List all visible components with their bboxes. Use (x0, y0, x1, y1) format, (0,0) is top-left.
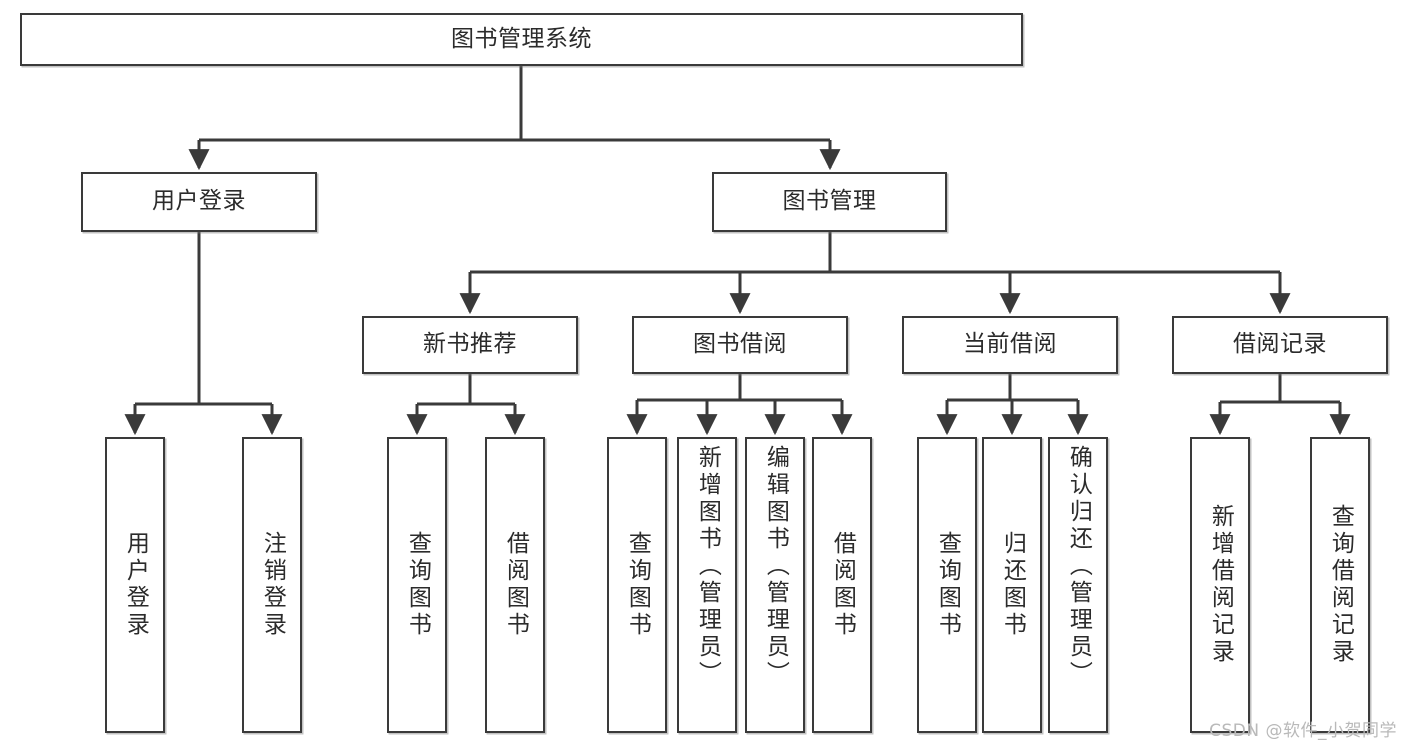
leaf-node-label: 新增图书（管理员） (694, 445, 721, 688)
node-borrow-record-label: 借阅记录 (1233, 331, 1327, 358)
leaf-node[interactable]: 查询借阅记录 (1310, 437, 1370, 733)
leaf-node[interactable]: 新增借阅记录 (1190, 437, 1250, 733)
watermark-text: CSDN @软件_小贺同学 (1209, 721, 1397, 741)
node-new-book-recommend-label: 新书推荐 (423, 331, 517, 358)
node-user-login-label: 用户登录 (152, 188, 246, 215)
leaf-node-label: 归还图书 (999, 531, 1026, 639)
node-root-label: 图书管理系统 (451, 25, 592, 52)
node-current-borrow-label: 当前借阅 (963, 331, 1057, 358)
leaf-node-label: 查询图书 (934, 531, 961, 639)
leaf-node-label: 查询图书 (404, 531, 431, 639)
node-root[interactable]: 图书管理系统 (20, 13, 1023, 66)
leaf-node-label: 用户登录 (122, 531, 149, 639)
leaf-node[interactable]: 新增图书（管理员） (677, 437, 737, 733)
node-book-management[interactable]: 图书管理 (712, 172, 947, 232)
leaf-node[interactable]: 编辑图书（管理员） (745, 437, 805, 733)
leaf-node-label: 编辑图书（管理员） (762, 445, 789, 688)
leaf-node[interactable]: 查询图书 (607, 437, 667, 733)
node-book-borrow[interactable]: 图书借阅 (632, 316, 848, 374)
leaf-node-label: 查询图书 (624, 531, 651, 639)
leaf-node[interactable]: 借阅图书 (812, 437, 872, 733)
leaf-node-label: 借阅图书 (829, 531, 856, 639)
leaf-node[interactable]: 查询图书 (387, 437, 447, 733)
node-book-management-label: 图书管理 (782, 188, 877, 215)
node-borrow-record[interactable]: 借阅记录 (1172, 316, 1388, 374)
leaf-node[interactable]: 确认归还（管理员） (1048, 437, 1108, 733)
node-user-login[interactable]: 用户登录 (81, 172, 317, 232)
leaf-node-label: 确认归还（管理员） (1065, 445, 1092, 688)
leaf-node[interactable]: 借阅图书 (485, 437, 545, 733)
leaf-node-label: 借阅图书 (502, 531, 529, 639)
leaf-node-label: 新增借阅记录 (1207, 504, 1234, 666)
node-book-borrow-label: 图书借阅 (693, 331, 787, 358)
leaf-node[interactable]: 注销登录 (242, 437, 302, 733)
node-new-book-recommend[interactable]: 新书推荐 (362, 316, 578, 374)
leaf-node[interactable]: 查询图书 (917, 437, 977, 733)
node-current-borrow[interactable]: 当前借阅 (902, 316, 1118, 374)
leaf-node[interactable]: 归还图书 (982, 437, 1042, 733)
leaf-node-label: 注销登录 (259, 531, 286, 639)
leaf-node-label: 查询借阅记录 (1327, 504, 1354, 666)
leaf-node[interactable]: 用户登录 (105, 437, 165, 733)
